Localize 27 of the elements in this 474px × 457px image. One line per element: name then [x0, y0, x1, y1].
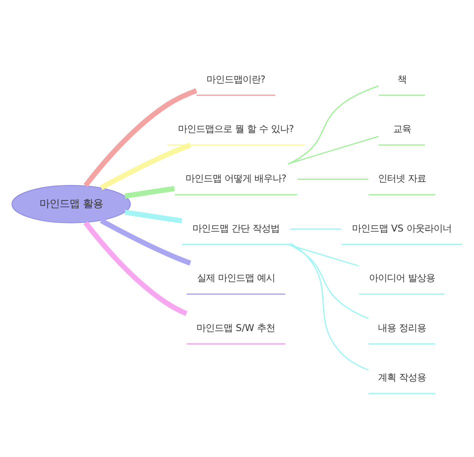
- connector: [288, 135, 379, 164]
- node-text: 인터넷 자료: [378, 173, 426, 184]
- node-text: 마인드맵 어떻게 배우나?: [185, 173, 286, 184]
- connector: [288, 84, 379, 164]
- node-text: 마인드맵 S/W 추천: [196, 322, 276, 334]
- connector: [124, 185, 175, 198]
- node-text: 마인드맵이란?: [206, 74, 266, 85]
- connector: [297, 178, 368, 180]
- connector: [100, 142, 192, 190]
- node-text: 책: [397, 74, 406, 85]
- connector: [100, 218, 192, 266]
- node-text: 교육: [392, 123, 411, 134]
- node-text: 내용 정리용: [378, 322, 426, 334]
- connector: [290, 242, 369, 370]
- node-text: 마인드맵으로 뭘 할 수 있나?: [178, 123, 294, 134]
- connector: [288, 243, 369, 319]
- connector: [288, 243, 359, 266]
- node-text: 계획 작성용: [378, 372, 426, 384]
- node-text: 마인드맵 간단 작성법: [192, 222, 280, 234]
- node-text: 마인드맵 VS 아웃라이너: [352, 222, 452, 234]
- connector: [124, 209, 182, 223]
- node-text: 아이디어 발상용: [368, 272, 435, 284]
- node-ellipse: 마인드맵 활용: [12, 184, 131, 223]
- node-text: 실제 마인드맵 예시: [196, 272, 275, 284]
- connector: [290, 228, 342, 230]
- connector: [84, 88, 198, 187]
- connector: [84, 220, 188, 316]
